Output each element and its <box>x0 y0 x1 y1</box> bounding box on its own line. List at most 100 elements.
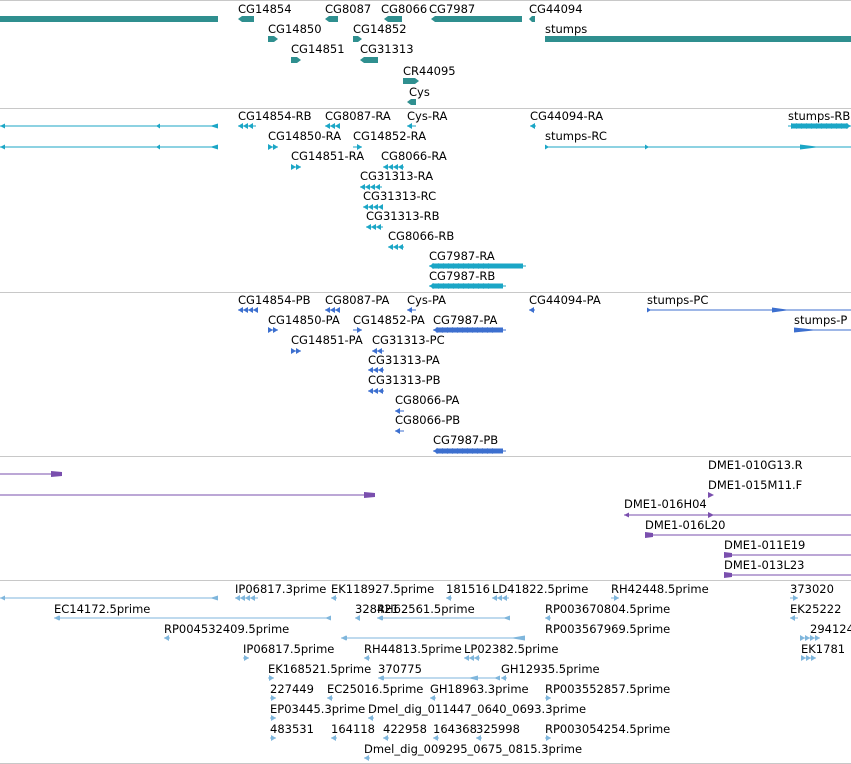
protein-cg31313-pa-label[interactable]: CG31313-PA <box>368 353 440 367</box>
clone-left-1-glyph[interactable] <box>0 468 68 480</box>
est-328421-label[interactable]: 328421 <box>355 602 399 616</box>
transcript-cg8066-rb-label[interactable]: CG8066-RB <box>388 229 455 243</box>
clone-dme1-010g13-r-label[interactable]: DME1-010G13.R <box>708 458 803 472</box>
protein-cg7987-pa-glyph[interactable] <box>427 324 512 336</box>
transcript-cg7987-rb-glyph[interactable] <box>423 280 512 291</box>
est-dmel-dig-011447-glyph[interactable] <box>362 712 380 724</box>
protein-stumps-pc-label[interactable]: stumps-PC <box>647 293 709 307</box>
est-rh42448-5prime-glyph[interactable] <box>605 592 625 604</box>
est-373020-glyph[interactable] <box>784 592 804 604</box>
clone-dme1-013l23-glyph[interactable] <box>718 569 851 579</box>
gene-cg14854-label[interactable]: CG14854 <box>238 2 292 16</box>
protein-cys-pa-label[interactable]: Cys-PA <box>407 293 447 307</box>
transcript-cg31313-rb-label[interactable]: CG31313-RB <box>366 209 440 223</box>
est-rp003054254-5prime-glyph[interactable] <box>539 732 557 744</box>
est-ek1781-cut-glyph[interactable] <box>795 652 822 664</box>
est-dmel-dig-009295-label[interactable]: Dmel_dig_009295_0675_0815.3prime <box>364 742 583 756</box>
est-ek25222-cut-glyph[interactable] <box>784 612 804 624</box>
est-rp003670804-5prime-glyph[interactable] <box>539 612 557 624</box>
est-325998-label[interactable]: 325998 <box>476 722 520 736</box>
transcript-left-2-glyph[interactable] <box>0 141 224 153</box>
est-dmel-dig-009295-glyph[interactable] <box>358 752 376 762</box>
est-ep03445-3prime-label[interactable]: EP03445.3prime <box>270 702 366 716</box>
est-dmel-dig-011447-label[interactable]: Dmel_dig_011447_0640_0693.3prime <box>368 702 587 716</box>
est-rp003054254-5prime-label[interactable]: RP003054254.5prime <box>545 722 671 736</box>
transcript-cg31313-rc-glyph[interactable] <box>357 201 389 213</box>
est-164118-label[interactable]: 164118 <box>331 722 375 736</box>
est-370775-glyph[interactable] <box>372 672 506 684</box>
protein-cg31313-pb-label[interactable]: CG31313-PB <box>368 373 441 387</box>
est-ec25016-5prime-label[interactable]: EC25016.5prime <box>327 682 424 696</box>
transcript-cg14851-ra-label[interactable]: CG14851-RA <box>291 149 365 163</box>
est-164118-glyph[interactable] <box>325 732 343 744</box>
transcript-cg8066-ra-label[interactable]: CG8066-RA <box>381 149 447 163</box>
clone-dme1-011e19-glyph[interactable] <box>718 549 851 561</box>
est-ec25016-5prime-glyph[interactable] <box>321 692 339 704</box>
est-rp003552857-5prime-glyph[interactable] <box>539 692 557 704</box>
transcript-cys-ra-glyph[interactable] <box>401 120 422 132</box>
est-rp003567969-5prime-glyph[interactable] <box>335 632 531 644</box>
transcript-cg31313-ra-glyph[interactable] <box>354 181 388 193</box>
gene-cg8066-label[interactable]: CG8066 <box>381 2 428 16</box>
transcript-cg7987-rb-label[interactable]: CG7987-RB <box>429 269 496 283</box>
transcript-stumps-rb-glyph[interactable] <box>782 120 851 132</box>
gene-cg8087-label[interactable]: CG8087 <box>325 2 372 16</box>
est-left-1-glyph[interactable] <box>0 592 224 604</box>
transcript-cg31313-ra-label[interactable]: CG31313-RA <box>360 169 434 183</box>
protein-cg7987-pb-label[interactable]: CG7987-PB <box>433 433 499 447</box>
est-ek25222-cut-label[interactable]: EK25222 <box>790 602 842 616</box>
clone-left-2-glyph[interactable] <box>0 489 381 501</box>
est-181516-label[interactable]: 181516 <box>446 582 490 596</box>
transcript-cg14850-ra-glyph[interactable] <box>262 141 284 153</box>
est-rh62561-5prime-glyph[interactable] <box>371 612 516 624</box>
protein-cg8066-pa-label[interactable]: CG8066-PA <box>395 393 460 407</box>
est-ip06817-3prime-label[interactable]: IP06817.3prime <box>235 582 327 596</box>
est-373020-label[interactable]: 373020 <box>790 582 834 596</box>
est-gh12935-5prime-glyph[interactable] <box>495 672 513 684</box>
protein-cg31313-pa-glyph[interactable] <box>362 364 390 376</box>
est-422958-glyph[interactable] <box>377 732 395 744</box>
est-483531-glyph[interactable] <box>264 732 282 744</box>
est-294124-cut-glyph[interactable] <box>794 632 826 644</box>
transcript-cg8087-ra-label[interactable]: CG8087-RA <box>325 109 391 123</box>
gene-cg44094-glyph[interactable] <box>523 13 541 25</box>
transcript-cg14852-ra-label[interactable]: CG14852-RA <box>353 129 427 143</box>
clone-dme1-016l20-glyph[interactable] <box>639 529 851 541</box>
protein-cg14852-pa-glyph[interactable] <box>347 324 368 336</box>
est-rp003552857-5prime-label[interactable]: RP003552857.5prime <box>545 682 671 696</box>
protein-cg14852-pa-label[interactable]: CG14852-PA <box>353 313 425 327</box>
est-gh18963-3prime-glyph[interactable] <box>424 692 442 704</box>
gene-cys-label[interactable]: Cys <box>409 85 430 99</box>
est-ec14172-5prime-glyph[interactable] <box>48 612 337 624</box>
gene-cg7987-label[interactable]: CG7987 <box>429 2 476 16</box>
clone-dme1-010g13-r-glyph[interactable] <box>702 489 720 501</box>
protein-cg8066-pb-glyph[interactable] <box>389 425 410 437</box>
est-rh44813-5prime-label[interactable]: RH44813.5prime <box>364 642 462 656</box>
gene-cr44095-label[interactable]: CR44095 <box>403 64 456 78</box>
clone-dme1-013l23-label[interactable]: DME1-013L23 <box>724 558 805 572</box>
est-ep03445-3prime-glyph[interactable] <box>264 712 282 724</box>
est-ld41822-5prime-glyph[interactable] <box>486 592 515 604</box>
gene-cg14854-glyph[interactable] <box>232 13 260 25</box>
transcript-left-1-glyph[interactable] <box>0 120 224 132</box>
protein-cg44094-pa-glyph[interactable] <box>523 304 541 316</box>
protein-cg14850-pa-glyph[interactable] <box>262 324 284 336</box>
transcript-cg14850-ra-label[interactable]: CG14850-RA <box>268 129 342 143</box>
gene-stumps-glyph[interactable] <box>539 33 851 45</box>
est-227449-glyph[interactable] <box>264 692 282 704</box>
est-227449-label[interactable]: 227449 <box>270 682 314 696</box>
est-ec14172-5prime-label[interactable]: EC14172.5prime <box>54 602 151 616</box>
transcript-cg7987-ra-glyph[interactable] <box>423 260 532 272</box>
protein-cg14854-pb-label[interactable]: CG14854-PB <box>238 293 311 307</box>
gene-cg14851-label[interactable]: CG14851 <box>291 42 345 56</box>
gene-cys-glyph[interactable] <box>401 96 422 107</box>
protein-cg8087-pa-label[interactable]: CG8087-PA <box>325 293 390 307</box>
transcript-cg14852-ra-glyph[interactable] <box>347 141 368 153</box>
transcript-cg14854-rb-label[interactable]: CG14854-RB <box>238 109 312 123</box>
protein-cg8087-pa-glyph[interactable] <box>319 304 346 316</box>
protein-cg7987-pb-glyph[interactable] <box>427 445 512 455</box>
gene-cg14851-glyph[interactable] <box>285 54 307 66</box>
transcript-cg31313-rb-glyph[interactable] <box>360 221 389 233</box>
transcript-stumps-rc-glyph[interactable] <box>539 141 851 153</box>
est-294124-cut-label[interactable]: 294124 <box>810 622 851 636</box>
